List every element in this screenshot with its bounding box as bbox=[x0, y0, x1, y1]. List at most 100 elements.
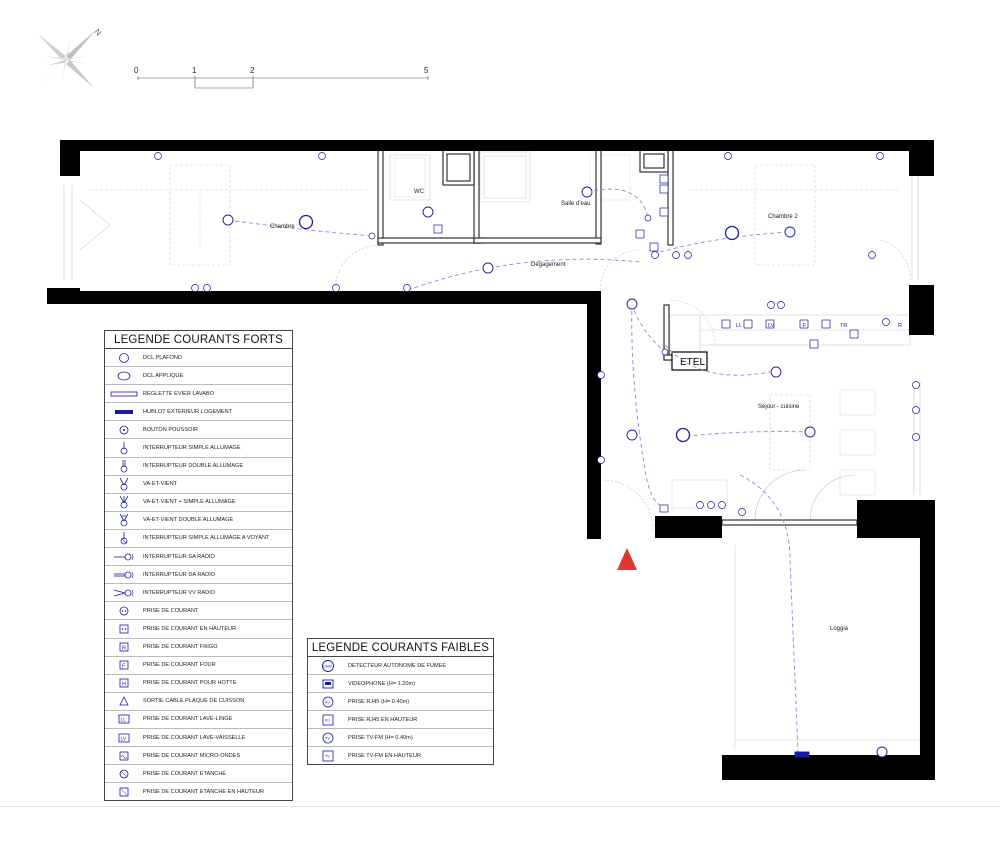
north-label: N bbox=[93, 27, 104, 38]
dcl-plafond-symbol bbox=[876, 746, 888, 758]
legend-courants-forts: LEGENDE COURANTS FORTS DCL PLAFOND DCL A… bbox=[104, 330, 293, 802]
legend-row: INTERRUPTEUR VV RADIO bbox=[105, 584, 292, 603]
svg-text:DAAF: DAAF bbox=[323, 664, 332, 668]
hublot-symbol bbox=[794, 751, 810, 758]
prise-hauteur-icon bbox=[105, 624, 143, 634]
scale-tick-0: 0 bbox=[134, 66, 139, 75]
room-label-loggia: Loggia bbox=[830, 626, 849, 632]
svg-text:LV: LV bbox=[121, 736, 127, 742]
prise-lave-linge-icon: LL bbox=[105, 714, 143, 724]
page-divider bbox=[0, 806, 1000, 807]
prise-micro-ondes-icon bbox=[105, 751, 143, 761]
svg-text:RJ: RJ bbox=[325, 718, 330, 722]
legend-row: INTERRUPTEUR SIMPLE ALLUMAGE bbox=[105, 439, 292, 458]
legend-row: REGLETTE EVIER LAVABO bbox=[105, 385, 292, 404]
interrupteur-da-radio-icon bbox=[105, 570, 143, 580]
dcl-plafond-symbol bbox=[482, 262, 494, 274]
compass-rose-icon: N bbox=[38, 27, 103, 88]
legend-forts-title: LEGENDE COURANTS FORTS bbox=[105, 331, 292, 349]
dcl-plafond-symbol bbox=[770, 366, 782, 378]
dcl-plafond-symbol bbox=[581, 186, 593, 198]
svg-text:RJ: RJ bbox=[325, 700, 330, 704]
legend-row: PRISE DE COURANT bbox=[105, 602, 292, 621]
daaf-icon: DAAF bbox=[308, 659, 348, 672]
interrupteur-sa-radio-icon bbox=[105, 552, 143, 562]
interrupteur-vv-radio-icon bbox=[105, 588, 143, 598]
label-r: R bbox=[898, 323, 902, 329]
prise-four-icon: F bbox=[105, 660, 143, 670]
partitions bbox=[377, 149, 858, 526]
dcl-plafond-symbol bbox=[626, 298, 638, 310]
legend-row: VA-ET-VIENT bbox=[105, 476, 292, 494]
svg-text:LL: LL bbox=[121, 718, 127, 724]
dcl-plafond-symbol bbox=[626, 429, 638, 441]
exterior-walls bbox=[47, 140, 935, 780]
prise-rj45-hauteur-icon: RJ bbox=[308, 714, 348, 726]
label-f: F bbox=[803, 323, 807, 329]
interrupteur-voyant-icon bbox=[105, 531, 143, 545]
etel-panel: ETEL bbox=[671, 351, 708, 371]
legend-row: VA-ET-VIENT DOUBLE ALLUMAGE bbox=[105, 512, 292, 530]
legend-faibles-title: LEGENDE COURANTS FAIBLES bbox=[308, 639, 493, 657]
room-label-chambre-2: Chambre 2 bbox=[768, 214, 798, 220]
legend-row: PRISE DE COURANT MICRO-ONDES bbox=[105, 747, 292, 766]
legend-row: DCL PLAFOND bbox=[105, 349, 292, 368]
dcl-plafond-symbol bbox=[784, 226, 796, 238]
videophone-icon bbox=[308, 679, 348, 689]
room-label-wc: WC bbox=[414, 189, 425, 195]
svg-text:TV: TV bbox=[325, 754, 330, 758]
label-lv: LV bbox=[768, 323, 775, 329]
room-label-salle-deau: Salle d'eau bbox=[561, 201, 591, 207]
prise-etanche-icon bbox=[105, 769, 143, 779]
scale-tick-1: 1 bbox=[192, 66, 197, 75]
interrupteur-simple-icon bbox=[105, 441, 143, 455]
sortie-cable-icon bbox=[105, 696, 143, 706]
room-label-sejour: Séjour - cuisine bbox=[758, 404, 800, 410]
symbol-labels: LL LV F TR R bbox=[736, 323, 902, 329]
scale-bar: 0 1 2 5 bbox=[134, 66, 429, 89]
daaf-symbol bbox=[675, 427, 691, 443]
svg-text:F: F bbox=[122, 664, 126, 670]
va-et-vient-double-icon bbox=[105, 513, 143, 527]
legend-row: INTERRUPTEUR DOUBLE ALLUMAGE bbox=[105, 458, 292, 476]
va-et-vient-simple-icon bbox=[105, 495, 143, 509]
prise-courant-icon bbox=[105, 606, 143, 616]
hublot-icon bbox=[105, 409, 143, 415]
va-et-vient-icon bbox=[105, 477, 143, 491]
legend-row: HUBLOT EXTERIEUR LOGEMENT bbox=[105, 403, 292, 422]
label-ll: LL bbox=[736, 323, 742, 329]
room-label-degagement: Dégagement bbox=[531, 262, 566, 268]
legend-row: VIDEOPHONE (H= 1.20m) bbox=[308, 675, 493, 693]
bouton-poussoir-icon bbox=[105, 425, 143, 435]
prise-hotte-icon: H bbox=[105, 678, 143, 688]
legend-row: VA-ET-VIENT + SIMPLE ALLUMAGE bbox=[105, 494, 292, 512]
room-labels: Chambre WC Salle d'eau Chambre 2 Dégagem… bbox=[270, 189, 849, 632]
legend-row: PRISE DE COURANT ETANCHE bbox=[105, 765, 292, 784]
daaf-symbol bbox=[724, 225, 740, 241]
room-label-chambre: Chambre bbox=[270, 224, 295, 230]
svg-text:TV: TV bbox=[325, 736, 330, 740]
wiring bbox=[227, 188, 811, 753]
prise-rj45-icon: RJ bbox=[308, 696, 348, 708]
legend-row: PRISE DE COURANT ETANCHE EN HAUTEUR bbox=[105, 783, 292, 800]
dcl-plafond-icon bbox=[105, 352, 143, 363]
legend-row: BOUTON POUSSOIR bbox=[105, 421, 292, 440]
prise-etanche-hauteur-icon bbox=[105, 787, 143, 797]
label-tr: TR bbox=[840, 323, 847, 329]
scale-tick-2: 2 bbox=[250, 66, 255, 75]
legend-row: INTERRUPTEUR SA RADIO bbox=[105, 548, 292, 567]
dcl-applique-icon bbox=[105, 371, 143, 381]
prise-symbols bbox=[154, 152, 920, 516]
svg-text:H: H bbox=[122, 682, 126, 688]
reglette-icon bbox=[105, 390, 143, 398]
